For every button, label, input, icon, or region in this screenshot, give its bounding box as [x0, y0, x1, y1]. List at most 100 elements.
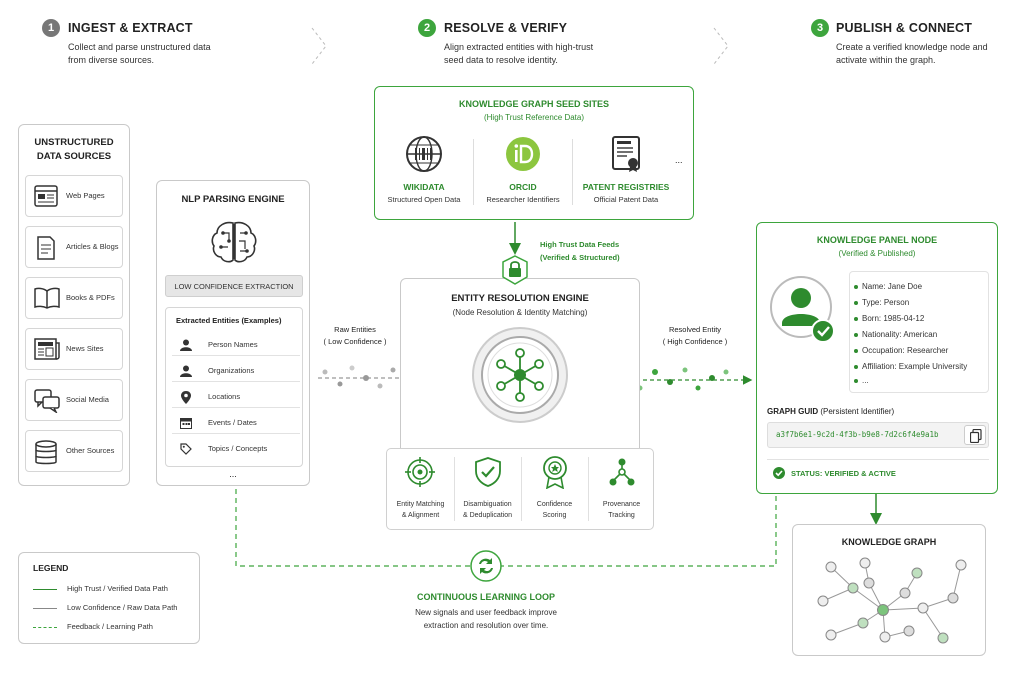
tool-label-line1: Entity Matching: [396, 501, 445, 508]
entity-topics-concepts[interactable]: Topics / Concepts: [172, 438, 300, 460]
attr-occupation: Occupation: Researcher: [853, 346, 949, 355]
tool-entity-matching[interactable]: Entity Matching & Alignment: [387, 449, 454, 529]
brain-circuit-icon: [211, 221, 257, 263]
seed-site-desc: Researcher Identifiers: [486, 195, 560, 204]
attr-name: Name: Jane Doe: [853, 282, 923, 291]
data-sources-title-line2: DATA SOURCES: [36, 151, 112, 162]
seed-site-wikidata[interactable]: WIKIDATA Structured Open Data: [375, 133, 473, 213]
resolution-hub-icon: [472, 327, 568, 423]
attr-value: Researcher: [906, 346, 949, 355]
tool-label-line2: & Alignment: [401, 512, 440, 519]
nlp-engine-title: NLP PARSING ENGINE: [181, 194, 285, 205]
seed-site-orcid[interactable]: ORCID Researcher Identifiers: [474, 133, 572, 213]
attr-label: Occupation:: [862, 346, 905, 355]
tag-icon: [180, 443, 192, 455]
tool-divider: [588, 457, 589, 521]
provenance-icon: [609, 458, 635, 486]
panel-title: KNOWLEDGE PANEL NODE: [816, 235, 938, 245]
calendar-icon: [180, 418, 192, 429]
data-sources-panel: UNSTRUCTURED DATA SOURCES Web Pages Arti…: [18, 124, 130, 486]
attr-affiliation: Affiliation: Example University: [853, 362, 967, 371]
resolution-title: ENTITY RESOLUTION ENGINE: [451, 293, 589, 304]
loop-desc-line1: New signals and user feedback improve: [415, 608, 557, 617]
step-3-desc-line1: Create a verified knowledge node and: [836, 42, 988, 52]
feedback-loop-path: [231, 475, 777, 567]
guid-field[interactable]: a3f7b6e1-9c2d-4f3b-b9e8-7d2c6f4e9a1b: [767, 422, 989, 448]
attr-label: Name:: [862, 282, 886, 291]
legend-label: Feedback / Learning Path: [67, 622, 153, 631]
attr-value: Jane Doe: [887, 282, 923, 291]
organization-icon: [180, 365, 192, 377]
source-social-media[interactable]: Social Media: [25, 379, 123, 421]
entity-events-dates[interactable]: Events / Dates: [172, 412, 300, 434]
newspaper-icon: [34, 338, 60, 360]
legend-panel: LEGEND High Trust / Verified Data Path L…: [18, 552, 200, 644]
orcid-icon: [506, 137, 540, 171]
attr-more: ...: [854, 376, 869, 385]
attr-value: Person: [883, 298, 910, 307]
seed-sites-title: KNOWLEDGE GRAPH SEED SITES: [458, 99, 610, 109]
entity-label: Locations: [208, 392, 241, 401]
raw-entities-line1: Raw Entities: [334, 325, 376, 334]
resolved-entity-line1: Resolved Entity: [668, 325, 722, 334]
source-books-pdfs[interactable]: Books & PDFs: [25, 277, 123, 319]
seed-divider-1: [473, 139, 474, 205]
attr-nationality: Nationality: American: [853, 330, 937, 339]
attr-value: 1985-04-12: [883, 314, 925, 323]
seed-site-desc: Official Patent Data: [593, 195, 659, 204]
entity-person-names[interactable]: Person Names: [172, 334, 300, 356]
data-sources-title-line1: UNSTRUCTURED: [34, 137, 114, 148]
knowledge-graph-network-icon: [817, 557, 967, 644]
step-chevron-1: [311, 27, 327, 65]
status-badge: STATUS: VERIFIED & ACTIVE: [791, 469, 896, 478]
copy-button[interactable]: [964, 425, 986, 445]
knowledge-panel-node: KNOWLEDGE PANEL NODE (Verified & Publish…: [756, 222, 998, 494]
panel-attributes: Name: Jane Doe Type: Person Born: 1985-0…: [849, 271, 989, 393]
attr-born: Born: 1985-04-12: [853, 314, 925, 323]
seed-site-patent-registries[interactable]: PATENT REGISTRIES Official Patent Data: [573, 133, 679, 213]
seed-site-desc: Structured Open Data: [387, 195, 461, 204]
step-1-desc-line2: from diverse sources.: [68, 55, 155, 65]
database-icon: [35, 440, 57, 465]
loop-desc-line2: extraction and resolution over time.: [423, 621, 549, 630]
knowledge-graph-title: KNOWLEDGE GRAPH: [841, 537, 937, 547]
attr-label: Affiliation:: [862, 362, 897, 371]
source-label: Social Media: [66, 395, 109, 404]
entity-organizations[interactable]: Organizations: [172, 360, 300, 382]
seed-divider-2: [572, 139, 573, 205]
step-2-title: RESOLVE & VERIFY: [444, 21, 568, 35]
refresh-loop-icon: [470, 550, 502, 582]
source-label: Articles & Blogs: [66, 242, 119, 251]
source-label: Books & PDFs: [66, 293, 115, 302]
verified-person-avatar-icon[interactable]: [767, 273, 839, 345]
entities-more: ...: [229, 469, 237, 479]
attr-label: Born:: [862, 314, 882, 323]
feeds-label-line1: High Trust Data Feeds: [540, 240, 620, 249]
source-other-sources[interactable]: Other Sources: [25, 430, 123, 472]
legend-label: High Trust / Verified Data Path: [67, 584, 168, 593]
entity-locations[interactable]: Locations: [172, 386, 300, 408]
step-3-desc-line2: activate within the graph.: [836, 55, 936, 65]
source-articles-blogs[interactable]: Articles & Blogs: [25, 226, 123, 268]
panel-subtitle: (Verified & Published): [838, 249, 916, 258]
tool-disambiguation[interactable]: Disambiguation& Deduplication: [454, 449, 521, 529]
source-news-sites[interactable]: News Sites: [25, 328, 123, 370]
step-2-desc-line2: seed data to resolve identity.: [444, 55, 558, 65]
source-web-pages[interactable]: Web Pages: [25, 175, 123, 217]
seed-site-name: ORCID: [509, 182, 537, 192]
step-1-title: INGEST & EXTRACT: [68, 21, 193, 35]
entity-label: Person Names: [208, 340, 258, 349]
step-2-desc-line1: Align extracted entities with high-trust: [444, 42, 594, 52]
article-icon: [37, 236, 55, 260]
entity-label: Events / Dates: [208, 418, 257, 427]
entity-label: Topics / Concepts: [208, 444, 268, 453]
lock-icon: [502, 255, 528, 285]
step-3-title: PUBLISH & CONNECT: [836, 21, 973, 35]
knowledge-graph-panel: KNOWLEDGE GRAPH: [792, 524, 986, 656]
attr-label: Type:: [862, 298, 882, 307]
person-icon: [180, 339, 192, 351]
tool-divider: [521, 457, 522, 521]
